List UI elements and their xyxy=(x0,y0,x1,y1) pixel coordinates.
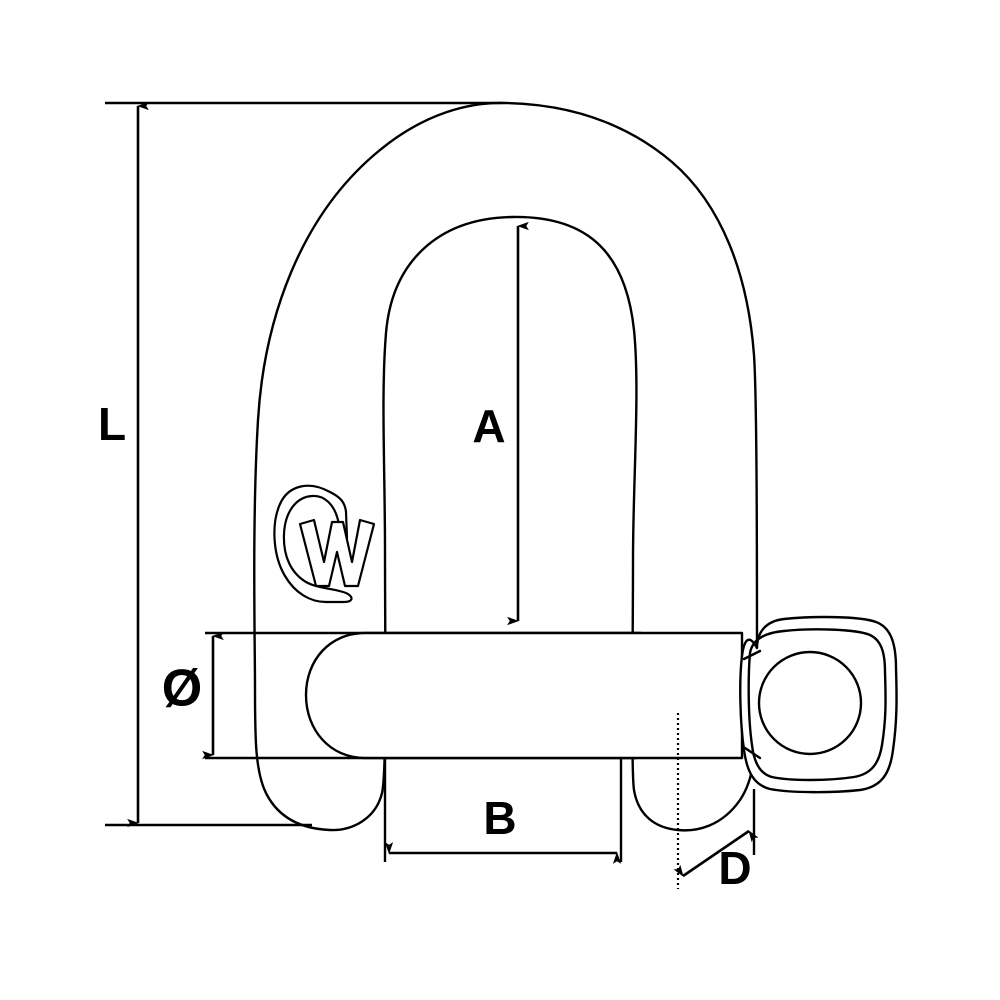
dimension-label-A: A xyxy=(472,400,505,452)
dimension-label-L: L xyxy=(98,398,126,450)
dimension-label-diameter: Ø xyxy=(162,660,202,718)
shackle-pin xyxy=(304,631,744,760)
brand-stamp-letter-w xyxy=(298,518,376,588)
pin-head-corner-notch-bottom xyxy=(743,746,762,760)
dimension-B: B xyxy=(383,758,623,864)
D-dimension-arrow xyxy=(673,829,759,878)
dimension-label-D: D xyxy=(718,842,751,894)
shackle-pin-shank xyxy=(304,631,744,760)
dimension-label-B: B xyxy=(483,792,516,844)
dimension-L: L xyxy=(98,101,503,828)
pin-head xyxy=(739,615,898,794)
pin-head-corner-notch-top xyxy=(742,649,762,661)
pin-head-hole xyxy=(757,650,863,756)
dimension-D: D xyxy=(673,713,759,894)
dimension-diameter: Ø xyxy=(162,631,224,760)
dimension-A: A xyxy=(472,221,529,626)
brand-stamp-w xyxy=(273,484,376,604)
